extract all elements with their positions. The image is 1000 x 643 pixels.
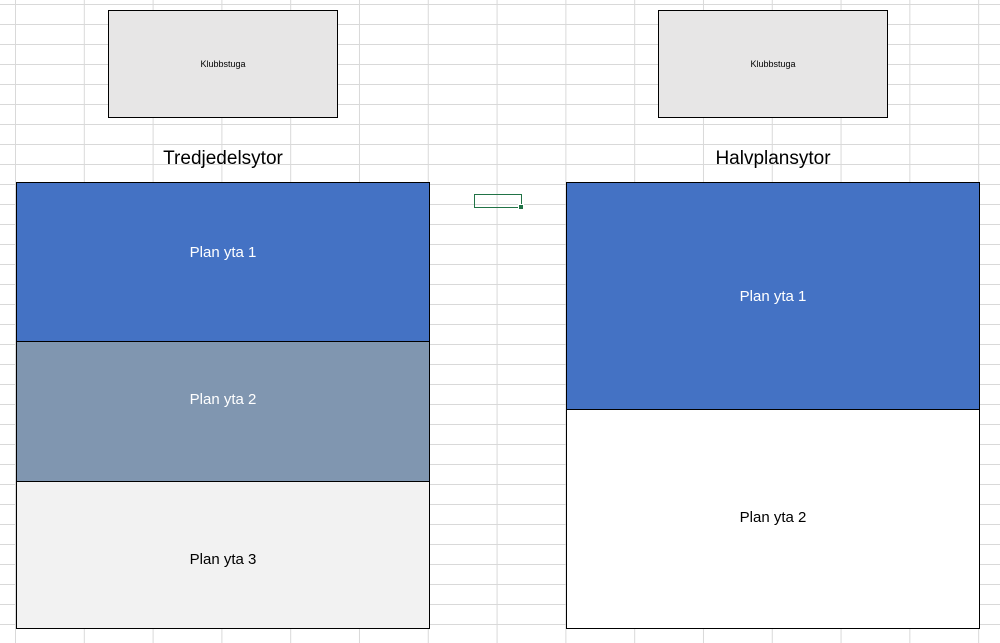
right-clubhouse-shape[interactable]: Klubbstuga xyxy=(658,10,888,118)
right-clubhouse-label: Klubbstuga xyxy=(750,59,796,69)
left-panel-title[interactable]: Tredjedelsytor xyxy=(163,148,283,169)
right-zone-1[interactable]: Plan yta 1 xyxy=(566,182,980,410)
right-zone-2[interactable]: Plan yta 2 xyxy=(566,409,980,629)
left-clubhouse-shape[interactable]: Klubbstuga xyxy=(108,10,338,118)
left-zone-2-label: Plan yta 2 xyxy=(189,391,257,408)
left-zone-1[interactable]: Plan yta 1 xyxy=(16,182,430,342)
active-cell-selection[interactable] xyxy=(474,194,524,210)
left-zone-1-label: Plan yta 1 xyxy=(189,243,257,261)
right-panel-title[interactable]: Halvplansytor xyxy=(715,148,831,169)
right-zone-1-label: Plan yta 1 xyxy=(739,287,807,305)
left-zone-3[interactable]: Plan yta 3 xyxy=(16,481,430,629)
left-clubhouse-label: Klubbstuga xyxy=(200,59,246,69)
left-zone-3-label: Plan yta 3 xyxy=(189,550,257,568)
right-zone-2-label: Plan yta 2 xyxy=(739,508,807,526)
left-zone-2[interactable]: Plan yta 2 xyxy=(16,341,430,482)
fill-handle[interactable] xyxy=(518,204,524,210)
